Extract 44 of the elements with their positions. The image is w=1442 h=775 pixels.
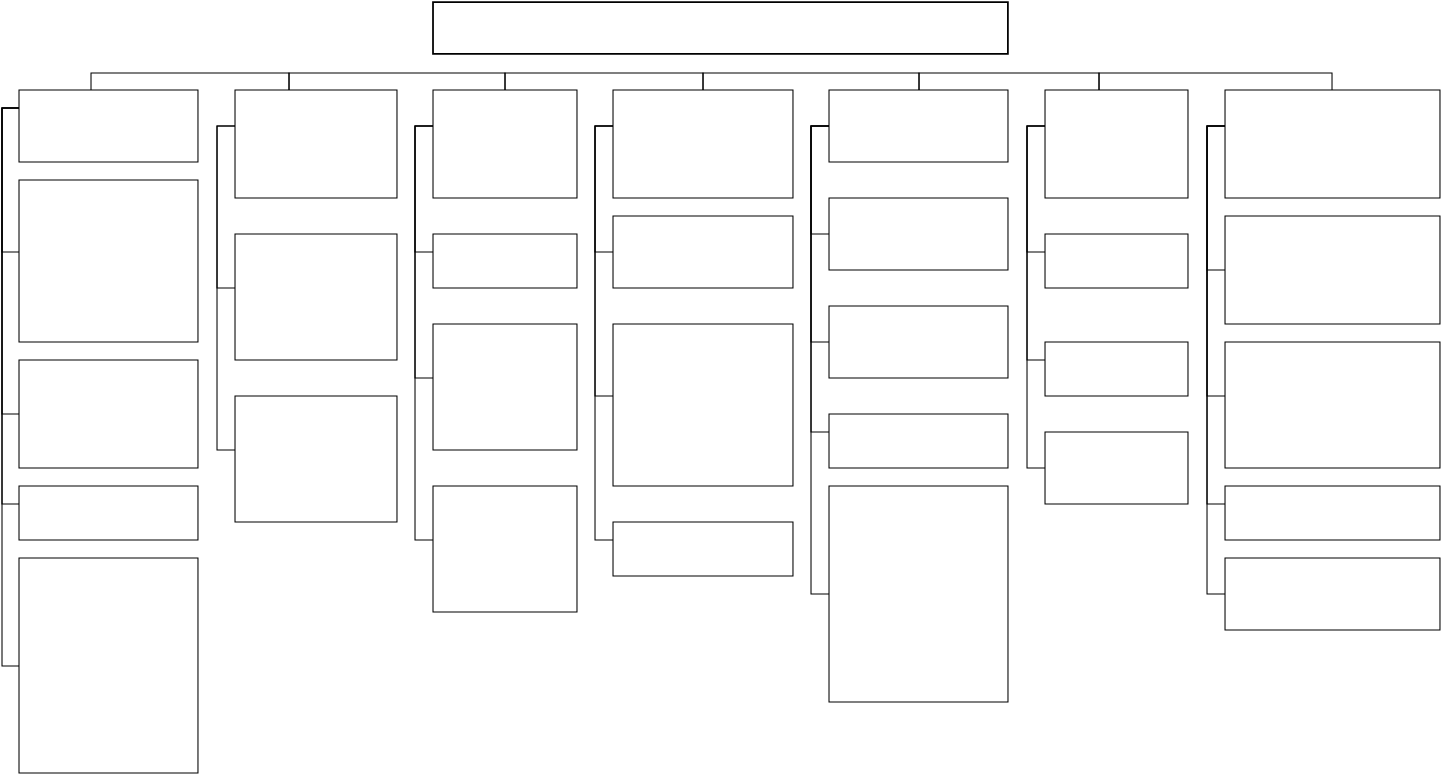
empty-box — [234, 89, 398, 199]
connector-line — [1098, 72, 1333, 91]
empty-box — [1224, 89, 1441, 199]
empty-box — [432, 89, 578, 199]
empty-box — [432, 1, 1009, 55]
empty-box — [612, 215, 794, 289]
empty-box — [432, 233, 578, 289]
empty-box — [828, 305, 1009, 379]
connector-line — [810, 125, 830, 595]
empty-box — [828, 485, 1009, 703]
empty-box — [1044, 341, 1189, 397]
empty-box — [432, 485, 578, 613]
empty-box — [1224, 215, 1441, 325]
connector-line — [594, 125, 614, 541]
empty-box — [18, 485, 199, 541]
empty-box — [612, 323, 794, 487]
connector-line — [216, 125, 236, 451]
connector-line — [1, 107, 20, 667]
empty-box — [432, 323, 578, 451]
empty-box — [1224, 557, 1441, 631]
connector-line — [504, 72, 704, 91]
connector-line — [288, 72, 506, 91]
empty-box — [612, 521, 794, 577]
empty-box — [1044, 233, 1189, 289]
connector-line — [1206, 125, 1226, 595]
empty-box — [18, 359, 199, 469]
empty-box — [1044, 89, 1189, 199]
empty-box — [234, 395, 398, 523]
connector-line — [1026, 125, 1046, 469]
empty-box — [828, 413, 1009, 469]
empty-box — [1044, 431, 1189, 505]
empty-box — [1224, 341, 1441, 469]
empty-box — [612, 89, 794, 199]
empty-box — [1224, 485, 1441, 541]
empty-box — [18, 89, 199, 163]
empty-box — [18, 557, 199, 774]
empty-box — [234, 233, 398, 361]
connector-line — [414, 125, 434, 541]
empty-box — [828, 197, 1009, 271]
connector-line — [90, 72, 290, 91]
empty-box — [828, 89, 1009, 163]
connector-line — [918, 72, 1100, 91]
connector-line — [702, 72, 920, 91]
empty-box — [18, 179, 199, 343]
